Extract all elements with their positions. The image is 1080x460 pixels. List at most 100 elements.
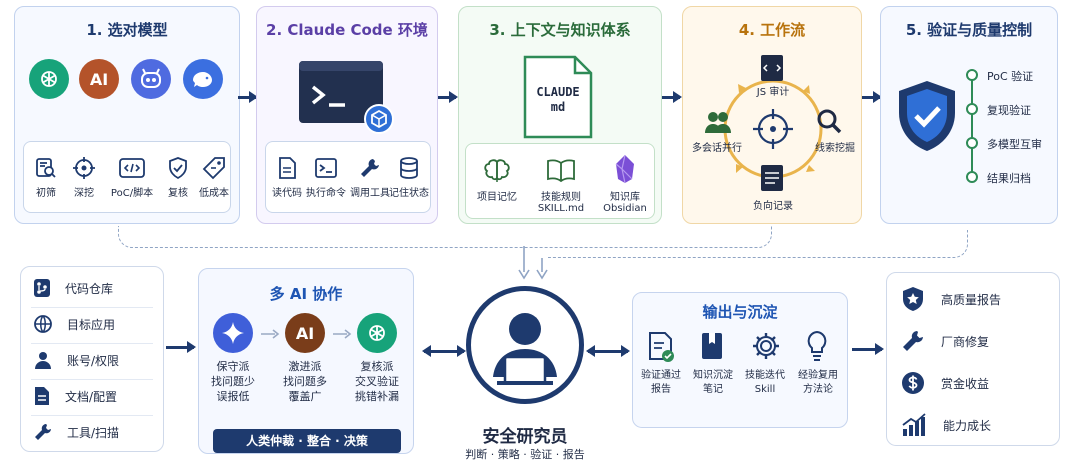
code-window-icon	[119, 158, 145, 178]
divider	[31, 379, 153, 380]
document-icon	[279, 157, 296, 179]
arrow-right-icon	[333, 329, 352, 339]
openai-logo-icon	[29, 59, 69, 99]
step-reproduce-verify: 复现验证	[987, 104, 1031, 117]
verified-report-icon	[649, 332, 674, 362]
stage-4-title: 4. 工作流	[738, 21, 806, 39]
tool-obsidian: 知识库 Obsidian	[598, 154, 652, 214]
stage-2-title: 2. Claude Code 环境	[266, 21, 428, 39]
input-code-repo: 代码仓库	[33, 275, 113, 301]
openai-logo-icon	[357, 313, 397, 353]
search-doc-icon	[36, 158, 56, 178]
user-icon	[35, 352, 51, 369]
stage-context-knowledge: 3. 上下文与知识体系 CLAUDE md 项目记忆 技能规则 SKILL.md…	[458, 6, 662, 224]
robot-logo-icon	[131, 59, 171, 99]
claude-md-line1: CLAUDE	[536, 85, 580, 99]
anthropic-logo-icon: AI	[285, 313, 325, 353]
divider	[31, 307, 153, 308]
step-archive: 结果归档	[987, 172, 1031, 185]
open-book-icon	[547, 159, 575, 183]
shield-check-icon	[169, 157, 187, 180]
bidirectional-arrow-right	[586, 345, 630, 357]
crosshair-icon	[73, 157, 95, 179]
globe-icon	[34, 315, 52, 333]
tool-poc: PoC/脚本	[104, 156, 160, 199]
collab-title: 多 AI 协作	[269, 285, 343, 303]
stage-workflow: 4. 工作流 JS 审计 多会话并行 线索挖掘 负向记录	[682, 6, 862, 224]
dollar-coin-icon	[902, 372, 924, 394]
result-bounty: 赏金收益	[901, 369, 989, 397]
model-aggressive: 激进派找问题多覆盖广	[283, 360, 327, 403]
human-arbitration-bar: 人类仲裁 · 整合 · 决策	[213, 429, 401, 453]
stage-verification: 5. 验证与质量控制 PoC 验证 复现验证 多模型互审 结果归档	[880, 6, 1058, 224]
node-js-audit: JS 审计	[756, 87, 790, 98]
input-account-permission: 账号/权限	[33, 347, 119, 373]
tool-low-cost: 低成本	[196, 156, 232, 199]
flow-arrow-inputs	[166, 341, 196, 353]
claude-md-line2: md	[550, 100, 566, 114]
node-negative-record: 负向记录	[753, 201, 793, 212]
anthropic-logo-icon: AI	[79, 59, 119, 99]
magnifier-icon	[817, 109, 842, 134]
tool-exec-command: 执行命令	[304, 156, 348, 199]
flow-arrow-1-2	[238, 91, 258, 103]
git-branch-icon	[34, 279, 50, 297]
input-docs-config: 文档/配置	[33, 383, 117, 409]
gear-icon	[753, 333, 779, 359]
tool-skill-rules: 技能规则 SKILL.md	[530, 158, 592, 214]
shield-check-icon	[899, 81, 955, 151]
tool-remember-state: 记住状态	[388, 156, 430, 199]
flow-arrow-3-4	[662, 91, 682, 103]
flow-arrow-results	[852, 343, 884, 355]
flow-arrow-2-3	[438, 91, 458, 103]
output-verified-report: 验证通过报告	[641, 370, 681, 395]
tool-deep-dive: 深挖	[68, 156, 100, 199]
step-cross-review: 多模型互审	[987, 138, 1042, 151]
stage-model-selection: 1. 选对模型 AI 初筛 深挖 PoC/脚本 复核 低成本	[14, 6, 240, 224]
stage-3-title: 3. 上下文与知识体系	[489, 21, 631, 39]
whale-logo-icon	[183, 59, 223, 99]
researcher-avatar	[466, 286, 584, 404]
node-lead-mining: 线索挖掘	[815, 143, 855, 154]
divider	[31, 415, 153, 416]
down-arrows	[518, 246, 548, 280]
workflow-cycle-diagram	[705, 55, 842, 191]
stage-1-title: 1. 选对模型	[86, 21, 168, 39]
result-benefits: 高质量报告 厂商修复 赏金收益 能力成长	[886, 272, 1060, 446]
flow-arrow-4-5	[862, 91, 882, 103]
growth-chart-icon	[902, 413, 926, 436]
env-capabilities-row: 读代码 执行命令 调用工具 记住状态	[265, 141, 431, 213]
input-tools-scan: 工具/扫描	[33, 419, 119, 445]
knowledge-row: 项目记忆 技能规则 SKILL.md 知识库 Obsidian	[465, 143, 655, 219]
researcher-title: 安全研究员	[482, 427, 568, 447]
input-sources: 代码仓库 目标应用 账号/权限 文档/配置 工具/扫描	[20, 266, 164, 452]
stage-5-title: 5. 验证与质量控制	[905, 21, 1033, 39]
file-text-icon	[35, 387, 49, 405]
feedback-dashed-line-right	[548, 230, 968, 258]
wrench-icon	[35, 424, 51, 440]
model-conservative: 保守派找问题少误报低	[211, 360, 255, 403]
multi-ai-collab: 多 AI 协作 AI 保守派找问题少误报低 激进派找问题多覆盖广 复核派交叉验证…	[198, 268, 414, 454]
terminal-icon	[315, 158, 337, 178]
arrow-right-icon	[261, 329, 280, 339]
result-growth: 能力成长	[901, 411, 991, 439]
lightbulb-icon	[807, 330, 827, 361]
database-icon	[400, 157, 418, 179]
result-vendor-fix: 厂商修复	[901, 327, 989, 355]
people-icon	[705, 112, 731, 133]
feedback-dashed-line	[118, 226, 772, 248]
stage-claude-code-env: 2. Claude Code 环境 读代码 执行命令 调用工具 记住状态	[256, 6, 438, 224]
terminal-window-icon	[299, 61, 394, 134]
price-tag-icon	[202, 157, 225, 180]
input-target-app: 目标应用	[33, 311, 115, 337]
outputs-title: 输出与沉淀	[702, 303, 778, 321]
bidirectional-arrow-left	[422, 345, 466, 357]
researcher-subtitle: 判断 · 策略 · 验证 · 报告	[465, 448, 585, 460]
tool-project-memory: 项目记忆	[470, 158, 524, 203]
tool-triage: 初筛	[30, 156, 62, 199]
output-knowledge-notes: 知识沉淀笔记	[693, 370, 733, 395]
obsidian-gem-icon	[615, 154, 634, 184]
claude-md-doc-icon: CLAUDE md	[523, 55, 593, 139]
